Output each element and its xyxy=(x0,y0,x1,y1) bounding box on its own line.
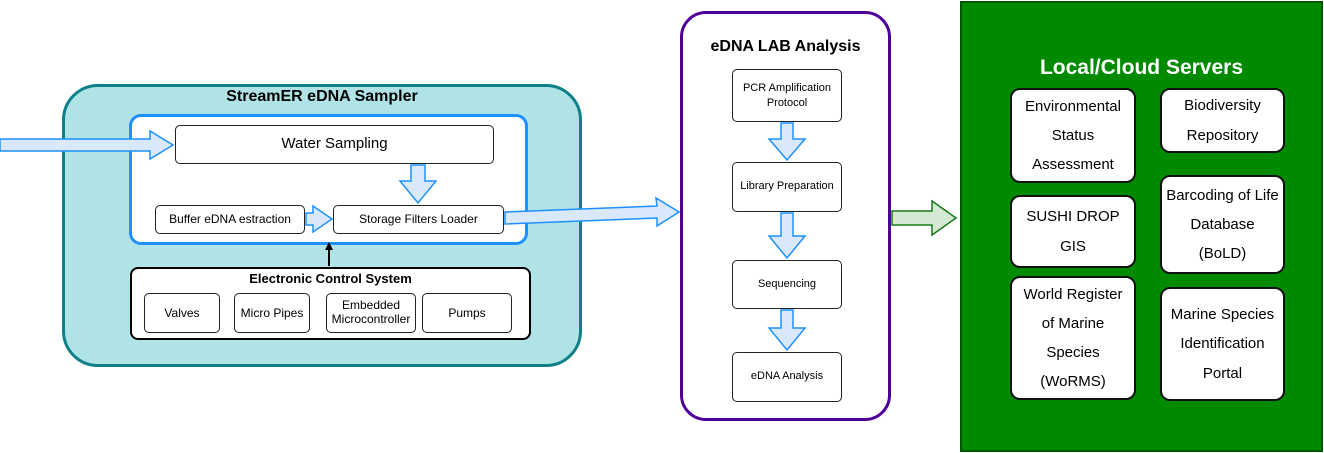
server-sushi-drop-gis[interactable]: SUSHI DROP GIS xyxy=(1010,195,1136,268)
sampler-title: StreamER eDNA Sampler xyxy=(226,88,418,105)
control-item-micro-pipes[interactable]: Micro Pipes xyxy=(234,293,310,333)
lab-step-pcr[interactable]: PCR Amplification Protocol xyxy=(732,69,842,122)
server-bold-database[interactable]: Barcoding of Life Database (BoLD) xyxy=(1160,175,1285,274)
server-worms[interactable]: World Register of Marine Species (WoRMS) xyxy=(1010,276,1136,400)
lab-step-library[interactable]: Library Preparation xyxy=(732,162,842,212)
control-item-microcontroller[interactable]: Embedded Microcontroller xyxy=(326,293,416,333)
storage-filters-box[interactable]: Storage Filters Loader xyxy=(333,205,504,234)
water-sampling-box[interactable]: Water Sampling xyxy=(175,125,494,164)
buffer-extraction-box[interactable]: Buffer eDNA estraction xyxy=(155,205,305,234)
lab-to-servers-arrow xyxy=(891,199,958,237)
server-biodiversity-repository[interactable]: Biodiversity Repository xyxy=(1160,88,1285,153)
lab-title: eDNA LAB Analysis xyxy=(710,38,861,55)
server-species-id-portal[interactable]: Marine Species Identification Portal xyxy=(1160,287,1285,401)
control-item-valves[interactable]: Valves xyxy=(144,293,220,333)
lab-step-analysis[interactable]: eDNA Analysis xyxy=(732,352,842,402)
server-environmental-status[interactable]: Environmental Status Assessment xyxy=(1010,88,1136,183)
servers-title: Local/Cloud Servers xyxy=(1039,56,1244,79)
control-item-pumps[interactable]: Pumps xyxy=(422,293,512,333)
lab-step-sequencing[interactable]: Sequencing xyxy=(732,260,842,309)
control-system-title: Electronic Control System xyxy=(249,271,412,286)
